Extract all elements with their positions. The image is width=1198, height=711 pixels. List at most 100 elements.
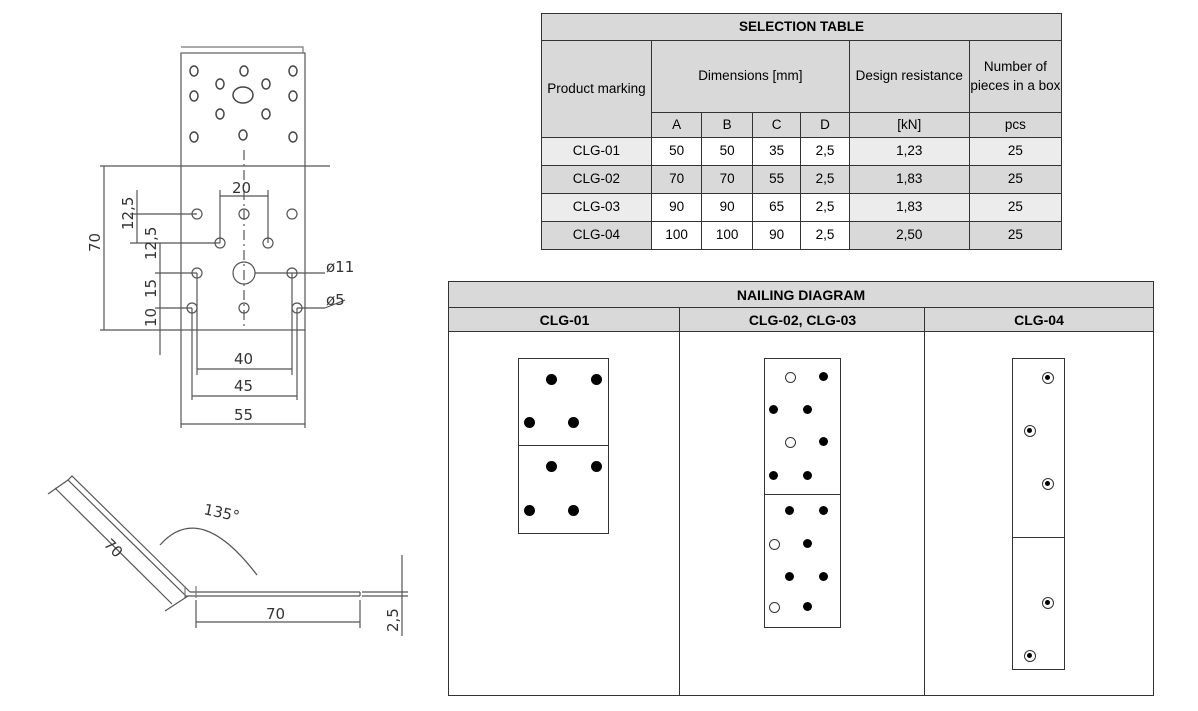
cell-d: 2,5 <box>800 193 850 222</box>
upper-leg-holes <box>189 65 298 143</box>
cell-a: 70 <box>650 165 703 194</box>
nail-hole <box>819 372 828 381</box>
cell-kn: 2,50 <box>848 221 970 250</box>
dim-leg-70-b: 70 <box>266 605 285 623</box>
header-product-marking: Product marking <box>541 40 652 138</box>
cell-pcs: 25 <box>968 221 1063 250</box>
cell-pcs: 25 <box>968 137 1063 166</box>
nail-hole <box>769 405 778 414</box>
technical-drawing: 70 12,5 12,5 15 10 20 40 45 55 ø11 ø5 13… <box>47 46 408 636</box>
dim-10: 10 <box>142 308 160 327</box>
nail-hole <box>819 572 828 581</box>
dim-thickness: 2,5 <box>384 608 402 632</box>
column-clg-02-03: CLG-02, CLG-03 <box>680 308 925 332</box>
bend-line <box>519 445 608 446</box>
cell-a: 100 <box>650 221 703 250</box>
subheader-b: B <box>701 112 753 138</box>
nail-hole-target <box>1042 478 1054 490</box>
nail-hole <box>785 506 794 515</box>
nail-hole <box>819 437 828 446</box>
selection-table-title: SELECTION TABLE <box>541 13 1062 41</box>
column-clg-04: CLG-04 <box>925 308 1153 332</box>
subheader-kn: [kN] <box>848 112 970 138</box>
cell-a: 50 <box>650 137 703 166</box>
cell-b: 90 <box>701 193 753 222</box>
dim-70-height: 70 <box>86 233 104 252</box>
nail-hole <box>568 505 579 516</box>
cell-marking: CLG-03 <box>541 193 652 222</box>
bend-line <box>765 494 840 495</box>
nail-hole-target <box>1042 597 1054 609</box>
column-divider <box>679 308 680 695</box>
nail-hole <box>546 461 557 472</box>
cell-kn: 1,83 <box>848 193 970 222</box>
cell-d: 2,5 <box>800 165 850 194</box>
table-row: CLG-03 90 90 65 2,5 1,83 25 <box>541 193 1063 222</box>
subheader-a: A <box>650 112 703 138</box>
cell-c: 65 <box>751 193 802 222</box>
plate-clg-04 <box>1012 358 1065 670</box>
nail-hole-target <box>1042 372 1054 384</box>
nail-hole <box>524 417 535 428</box>
cell-kn: 1,83 <box>848 165 970 194</box>
cell-marking: CLG-02 <box>541 165 652 194</box>
dim-12-5-b: 12,5 <box>142 227 160 260</box>
dim-55: 55 <box>234 406 253 424</box>
cell-pcs: 25 <box>968 165 1063 194</box>
table-row: CLG-04 100 100 90 2,5 2,50 25 <box>541 221 1063 250</box>
cell-d: 2,5 <box>800 137 850 166</box>
empty-hole <box>769 602 780 613</box>
cell-c: 55 <box>751 165 802 194</box>
table-row: CLG-01 50 50 35 2,5 1,23 25 <box>541 137 1063 166</box>
cell-c: 90 <box>751 221 802 250</box>
nail-hole <box>568 417 579 428</box>
nailing-diagram-title: NAILING DIAGRAM <box>449 282 1153 308</box>
header-design-resistance: Design resistance <box>848 40 970 113</box>
table-row: CLG-02 70 70 55 2,5 1,83 25 <box>541 165 1063 194</box>
cell-c: 35 <box>751 137 802 166</box>
nail-hole <box>803 539 812 548</box>
column-clg-01: CLG-01 <box>449 308 680 332</box>
cell-b: 50 <box>701 137 753 166</box>
cell-a: 90 <box>650 193 703 222</box>
dim-12-5-a: 12,5 <box>119 197 137 230</box>
dim-leg-70-a: 70 <box>100 535 126 561</box>
cell-b: 100 <box>701 221 753 250</box>
header-dimensions: Dimensions [mm] <box>650 40 850 113</box>
nail-hole <box>803 471 812 480</box>
nail-hole <box>546 374 557 385</box>
header-pieces-per-box: Number of pieces in a box <box>968 40 1063 113</box>
dim-40: 40 <box>234 350 253 368</box>
dim-hole-11: ø11 <box>326 258 354 276</box>
nail-hole <box>769 471 778 480</box>
dim-angle: 135° <box>202 500 241 525</box>
column-divider <box>924 308 925 695</box>
nail-hole <box>803 405 812 414</box>
selection-table: SELECTION TABLE Product marking Dimensio… <box>541 13 1063 250</box>
dim-20: 20 <box>232 179 251 197</box>
plate-clg-01 <box>518 358 609 534</box>
subheader-c: C <box>751 112 802 138</box>
nail-hole <box>785 572 794 581</box>
cell-pcs: 25 <box>968 193 1063 222</box>
nail-hole <box>819 506 828 515</box>
nail-hole-target <box>1024 425 1036 437</box>
empty-hole <box>785 372 796 383</box>
dim-hole-5: ø5 <box>326 291 345 309</box>
nail-hole <box>524 505 535 516</box>
cell-d: 2,5 <box>800 221 850 250</box>
plate-clg-02-03 <box>764 358 841 628</box>
subheader-pcs: pcs <box>968 112 1063 138</box>
nailing-diagram: NAILING DIAGRAM CLG-01 CLG-02, CLG-03 CL… <box>448 281 1154 696</box>
nail-hole-target <box>1024 650 1036 662</box>
nail-hole <box>803 602 812 611</box>
cell-b: 70 <box>701 165 753 194</box>
cell-kn: 1,23 <box>848 137 970 166</box>
dim-45: 45 <box>234 377 253 395</box>
empty-hole <box>785 437 796 448</box>
cell-marking: CLG-01 <box>541 137 652 166</box>
bend-line <box>1013 537 1064 538</box>
nail-hole <box>591 374 602 385</box>
dim-15: 15 <box>142 279 160 298</box>
nail-hole <box>591 461 602 472</box>
